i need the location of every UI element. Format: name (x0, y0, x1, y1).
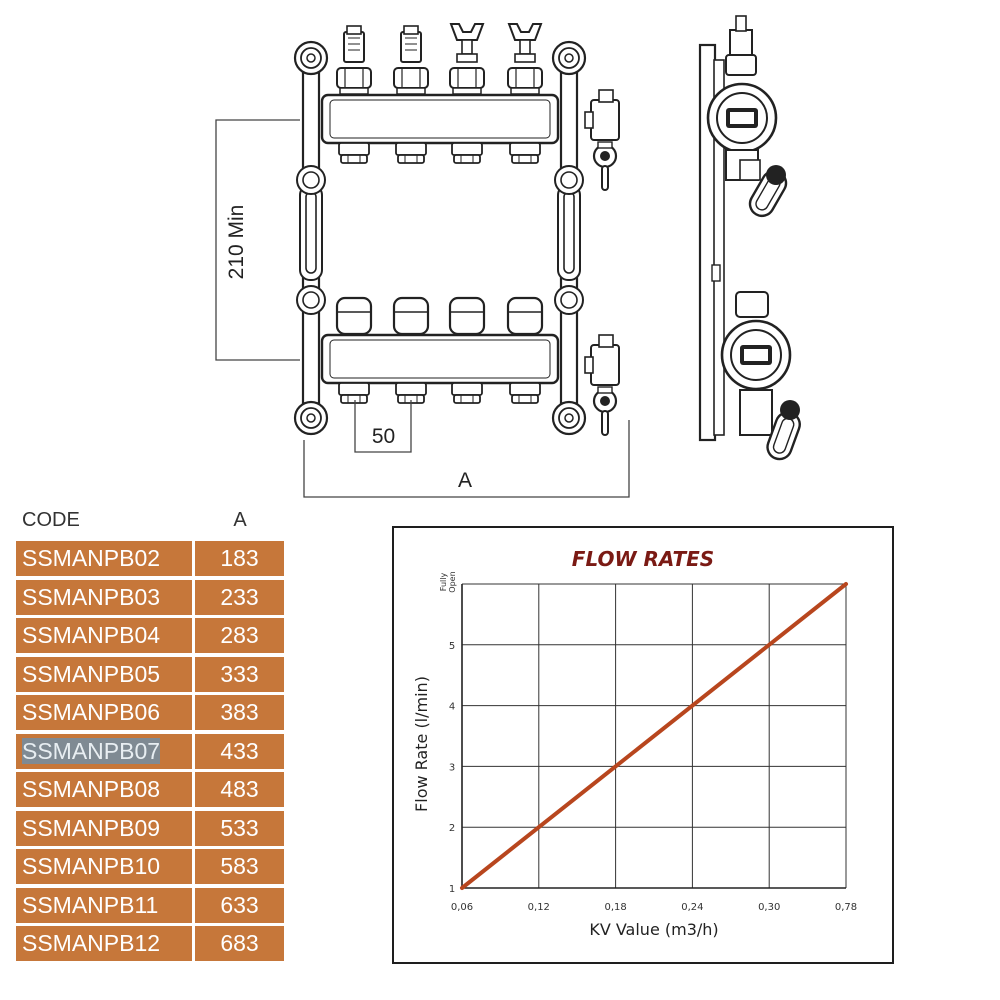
cell-code-text: SSMANPB12 (22, 930, 161, 956)
flow-rate-chart: 0,06 0,12 0,18 0,24 0,30 0,78 1 2 3 4 5 FullyOpen FL… (412, 547, 857, 939)
cell-code-text: SSMANPB10 (22, 853, 161, 879)
cell-code-text: SSMANPB07 (22, 737, 161, 764)
cell-code: SSMANPB10 (16, 849, 192, 884)
cell-code: SSMANPB05 (16, 656, 192, 692)
table-row: SSMANPB07 433 (16, 733, 284, 769)
manifold-drawing (215, 15, 801, 498)
table-row: SSMANPB02 183 (16, 541, 284, 576)
y-tick-label: 4 (449, 702, 455, 713)
x-tick-label: 0,12 (528, 902, 550, 913)
height-dimension-label: 210 Min (225, 204, 248, 280)
cell-code-text: SSMANPB02 (22, 545, 161, 571)
x-tick-label: 0,78 (835, 902, 857, 913)
cell-a: 433 (195, 733, 284, 769)
cell-a: 633 (195, 887, 284, 923)
cell-a: 583 (195, 849, 284, 884)
table-row: SSMANPB04 283 (16, 618, 284, 653)
table-row: SSMANPB10 583 (16, 849, 284, 884)
cell-code: SSMANPB09 (16, 810, 192, 846)
cell-a: 683 (195, 926, 284, 961)
cell-code: SSMANPB12 (16, 926, 192, 961)
right-bracket (557, 50, 581, 424)
table-row: SSMANPB08 483 (16, 772, 284, 807)
cell-a: 183 (195, 541, 284, 576)
y-tick-label: 2 (449, 823, 455, 834)
table-row: SSMANPB09 533 (16, 810, 284, 846)
cell-code-text: SSMANPB09 (22, 814, 161, 841)
bottom-manifold-bar (320, 296, 560, 404)
x-axis-label: KV Value (m3/h) (589, 920, 718, 939)
cell-a: 383 (195, 695, 284, 730)
y-tick-label: 3 (449, 762, 455, 773)
cell-a: 233 (195, 579, 284, 615)
cell-code-text: SSMANPB11 (22, 891, 159, 918)
cell-code-text: SSMANPB05 (22, 660, 161, 687)
cell-code: SSMANPB03 (16, 579, 192, 615)
left-bracket (299, 50, 323, 424)
table-row: SSMANPB05 333 (16, 656, 284, 692)
table-row: SSMANPB12 683 (16, 926, 284, 961)
cell-code: SSMANPB04 (16, 618, 192, 653)
table-row: SSMANPB06 383 (16, 695, 284, 730)
cell-code-text: SSMANPB06 (22, 699, 161, 725)
table-row: SSMANPB03 233 (16, 579, 284, 615)
y-tick-label: 5 (449, 641, 455, 652)
table-header-code: CODE (22, 509, 80, 531)
cell-code-text: SSMANPB04 (22, 622, 161, 648)
cell-code: SSMANPB08 (16, 772, 192, 807)
cell-code: SSMANPB06 (16, 695, 192, 730)
cell-a: 483 (195, 772, 284, 807)
y-tick-label: FullyOpen (439, 571, 457, 592)
cell-code-text: SSMANPB03 (22, 583, 161, 610)
ball-valve-top (583, 88, 621, 192)
table-header-a: A (233, 509, 247, 531)
cell-code-text: SSMANPB08 (22, 776, 161, 802)
cell-a: 333 (195, 656, 284, 692)
chart-title: FLOW RATES (572, 547, 714, 571)
table-row: SSMANPB11 633 (16, 887, 284, 923)
ball-valve-bottom (583, 333, 621, 437)
cell-a: 533 (195, 810, 284, 846)
cell-code: SSMANPB11 (16, 887, 192, 923)
x-tick-label: 0,24 (681, 902, 703, 913)
y-axis-label: Flow Rate (l/min) (412, 676, 431, 812)
cell-a: 283 (195, 618, 284, 653)
dimension-lines (215, 119, 630, 498)
cell-code: SSMANPB07 (16, 733, 192, 769)
side-view (698, 15, 801, 461)
spacing-dimension-label: 50 (371, 425, 396, 448)
cell-code: SSMANPB02 (16, 541, 192, 576)
x-tick-label: 0,30 (758, 902, 780, 913)
x-tick-label: 0,18 (604, 902, 626, 913)
y-tick-label: 1 (449, 884, 455, 895)
x-tick-label: 0,06 (451, 902, 473, 913)
width-dimension-label: A (457, 469, 472, 492)
series-line (460, 582, 848, 890)
top-manifold-bar (320, 23, 560, 164)
